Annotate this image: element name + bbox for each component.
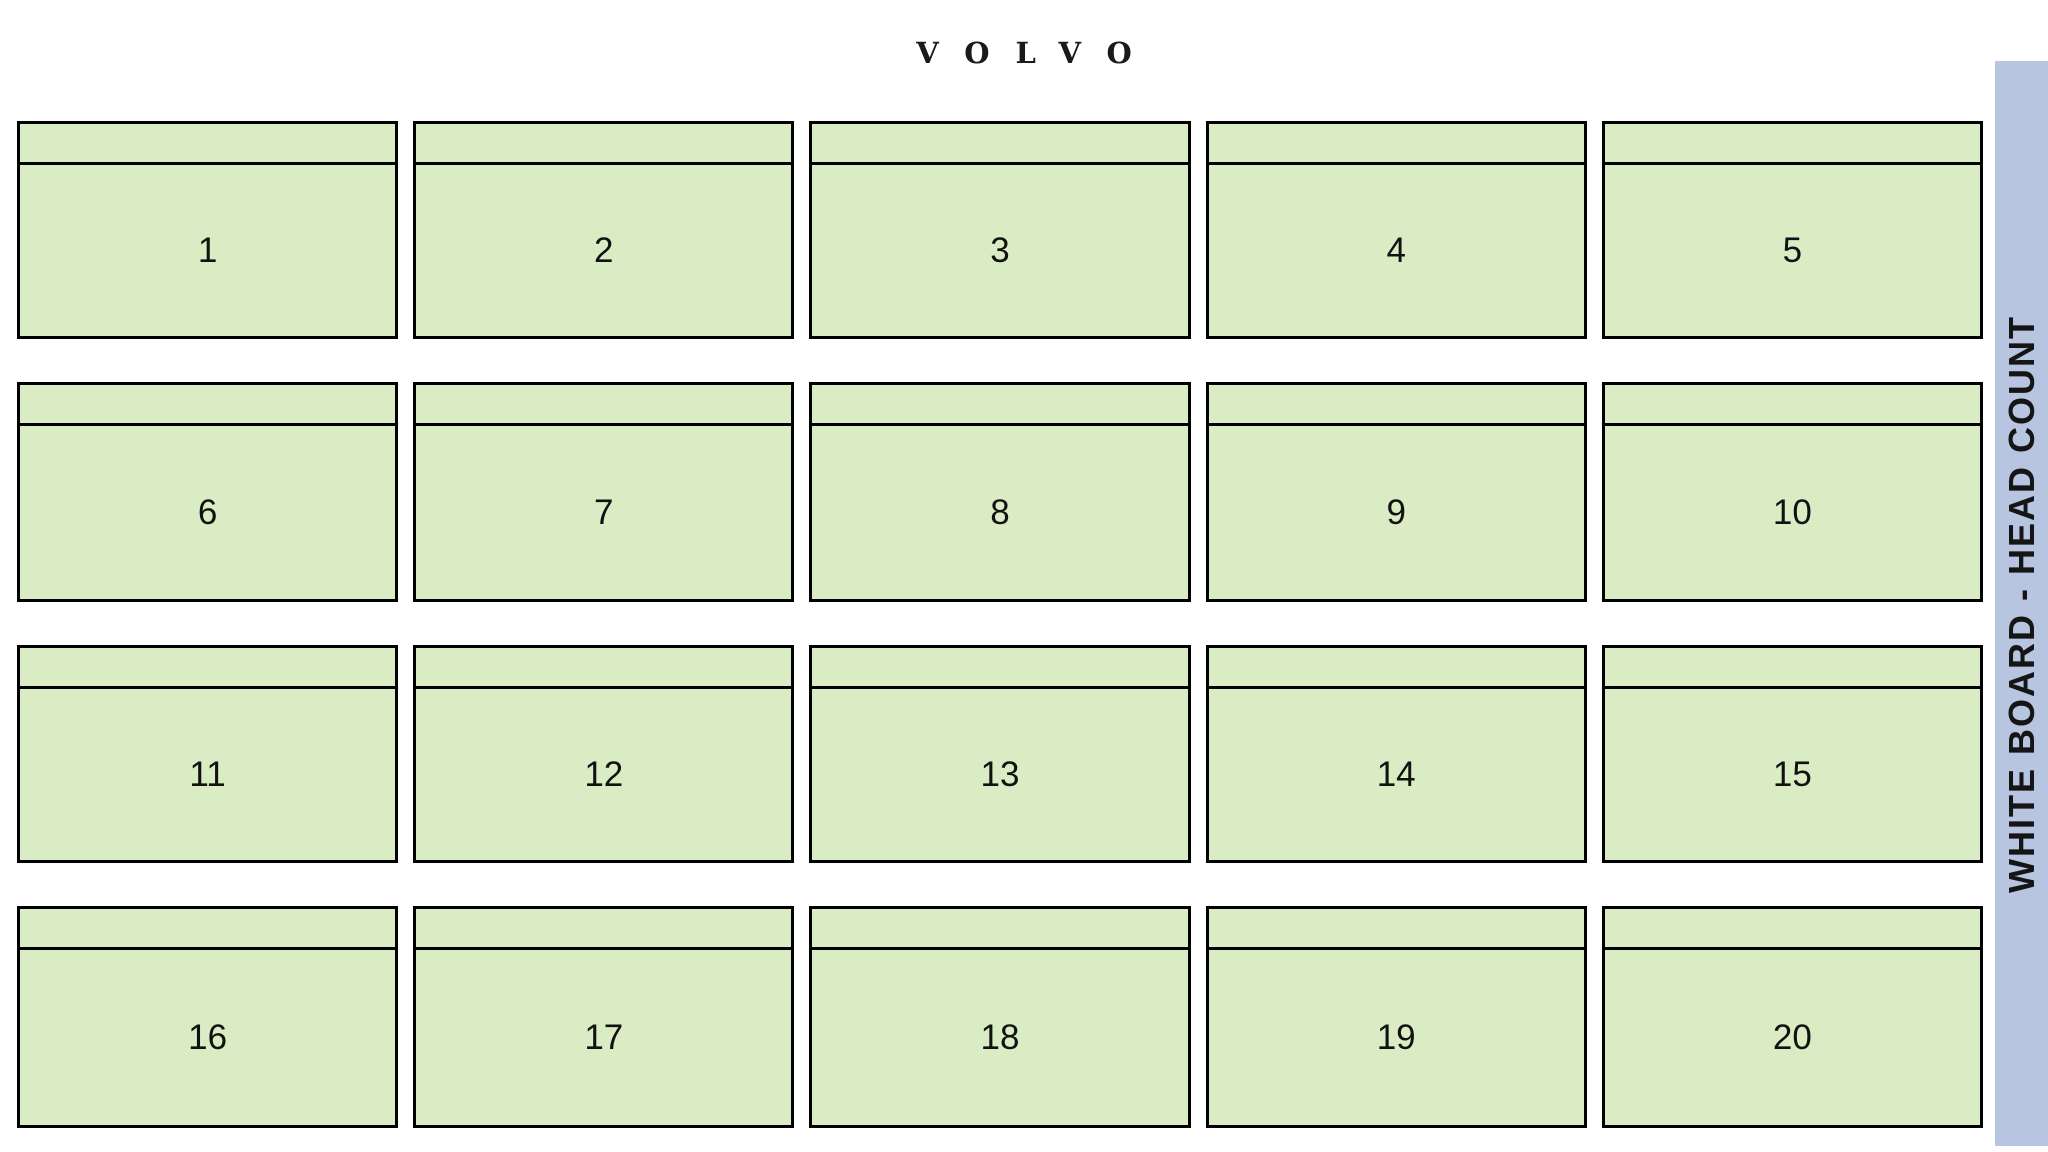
card-number: 7 xyxy=(594,492,614,532)
whiteboard-head-count-banner: WHITE BOARD - HEAD COUNT xyxy=(1995,61,2048,1146)
head-count-card-6[interactable]: 6 xyxy=(17,382,399,602)
card-name-strip xyxy=(20,909,396,950)
head-count-card-9[interactable]: 9 xyxy=(1205,382,1587,602)
card-number: 11 xyxy=(189,754,226,794)
card-number: 6 xyxy=(197,492,218,532)
head-count-card-13[interactable]: 13 xyxy=(809,645,1191,863)
head-count-board: 1 2 3 4 5 6 7 8 9 10 11 12 xyxy=(17,121,1983,1128)
card-name-strip xyxy=(20,124,396,165)
card-number: 19 xyxy=(1376,1017,1416,1057)
card-number: 14 xyxy=(1376,754,1416,794)
head-count-card-8[interactable]: 8 xyxy=(809,382,1191,602)
head-count-card-10[interactable]: 10 xyxy=(1601,382,1983,602)
card-name-strip xyxy=(20,385,396,426)
card-name-strip xyxy=(812,909,1188,950)
card-name-strip xyxy=(416,124,792,165)
card-name-strip xyxy=(1604,648,1980,689)
card-name-strip xyxy=(416,648,792,689)
card-number: 1 xyxy=(197,230,218,270)
card-name-strip xyxy=(1604,909,1980,950)
card-name-strip xyxy=(1604,385,1980,426)
card-number: 13 xyxy=(980,754,1020,794)
card-number: 10 xyxy=(1772,492,1812,532)
card-number: 2 xyxy=(594,230,614,270)
card-number: 3 xyxy=(990,230,1010,270)
card-number: 9 xyxy=(1386,492,1406,532)
head-count-card-18[interactable]: 18 xyxy=(809,906,1191,1128)
card-number: 17 xyxy=(584,1017,624,1057)
card-name-strip xyxy=(416,909,792,950)
head-count-card-17[interactable]: 17 xyxy=(413,906,795,1128)
head-count-card-15[interactable]: 15 xyxy=(1601,645,1983,863)
head-count-card-12[interactable]: 12 xyxy=(413,645,795,863)
card-name-strip xyxy=(1208,909,1584,950)
card-number: 8 xyxy=(990,492,1010,532)
head-count-card-19[interactable]: 19 xyxy=(1205,906,1587,1128)
head-count-card-20[interactable]: 20 xyxy=(1601,906,1983,1128)
card-number: 5 xyxy=(1782,230,1803,270)
card-number: 15 xyxy=(1772,754,1812,794)
head-count-card-7[interactable]: 7 xyxy=(413,382,795,602)
head-count-card-16[interactable]: 16 xyxy=(17,906,399,1128)
card-number: 16 xyxy=(188,1017,228,1057)
volvo-logo: VOLVO xyxy=(916,36,1158,70)
banner-label: WHITE BOARD - HEAD COUNT xyxy=(2000,314,2042,893)
head-count-card-3[interactable]: 3 xyxy=(809,121,1191,339)
card-number: 4 xyxy=(1386,230,1406,270)
head-count-card-1[interactable]: 1 xyxy=(17,121,399,339)
head-count-card-4[interactable]: 4 xyxy=(1205,121,1587,339)
card-name-strip xyxy=(1208,124,1584,165)
card-number: 20 xyxy=(1772,1017,1812,1057)
card-name-strip xyxy=(20,648,396,689)
head-count-card-5[interactable]: 5 xyxy=(1601,121,1983,339)
card-name-strip xyxy=(812,124,1188,165)
card-number: 12 xyxy=(584,754,624,794)
head-count-card-14[interactable]: 14 xyxy=(1205,645,1587,863)
head-count-card-2[interactable]: 2 xyxy=(413,121,795,339)
head-count-card-11[interactable]: 11 xyxy=(17,645,399,863)
card-name-strip xyxy=(1208,648,1584,689)
card-name-strip xyxy=(812,385,1188,426)
card-name-strip xyxy=(1208,385,1584,426)
card-name-strip xyxy=(812,648,1188,689)
card-name-strip xyxy=(1604,124,1980,165)
card-name-strip xyxy=(416,385,792,426)
card-number: 18 xyxy=(980,1017,1020,1057)
